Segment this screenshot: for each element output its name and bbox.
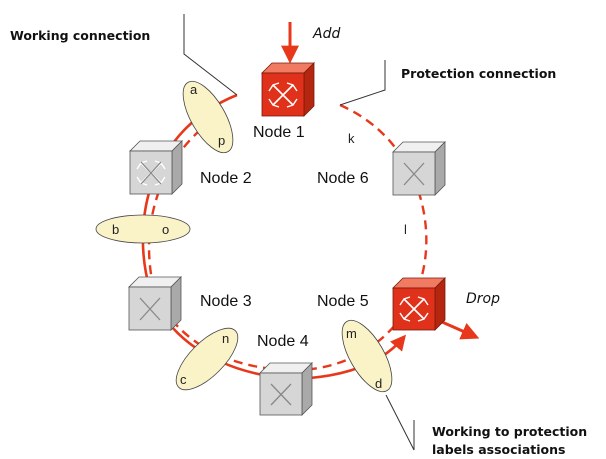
protection-path xyxy=(339,103,428,289)
add-label: Add xyxy=(312,26,340,42)
node-3-switch-icon xyxy=(128,276,182,331)
protection-callout-line xyxy=(339,60,386,106)
svg-text:m: m xyxy=(346,326,357,341)
node-1-switch-icon xyxy=(261,62,315,117)
svg-text:c: c xyxy=(180,372,187,387)
protection-path-inner xyxy=(147,113,420,372)
label-pair-d-m: m d xyxy=(341,319,393,393)
assoc-callout-line xyxy=(385,394,415,451)
protection-connection-label: Protection connection xyxy=(401,66,556,81)
svg-text:a: a xyxy=(190,82,198,97)
node-4-switch-icon xyxy=(259,362,313,416)
node-6-label: Node 6 xyxy=(317,170,369,187)
node-2-label: Node 2 xyxy=(200,170,252,187)
svg-text:n: n xyxy=(222,331,229,346)
svg-text:d: d xyxy=(375,376,382,391)
node-5-label: Node 5 xyxy=(317,293,369,310)
label-pair-c-n: c n xyxy=(175,327,239,391)
svg-text:p: p xyxy=(218,133,225,148)
node-2-switch-icon xyxy=(129,140,183,195)
node-5-switch-icon xyxy=(392,277,446,331)
drop-label: Drop xyxy=(466,291,500,307)
label-pair-b-o: b o xyxy=(95,214,191,244)
assoc-label-line2: labels associations xyxy=(432,442,565,457)
label-k: k xyxy=(348,131,355,146)
working-connection-label: Working connection xyxy=(10,28,150,43)
node-6-switch-icon xyxy=(392,141,446,196)
assoc-label-line1: Working to protection xyxy=(432,424,587,439)
svg-text:o: o xyxy=(162,222,169,237)
label-pair-a-p: a p xyxy=(182,80,234,154)
svg-text:b: b xyxy=(112,222,119,237)
node-1-label: Node 1 xyxy=(253,124,305,141)
label-l: l xyxy=(404,222,407,237)
node-3-label: Node 3 xyxy=(200,293,252,310)
node-4-label: Node 4 xyxy=(257,333,309,350)
